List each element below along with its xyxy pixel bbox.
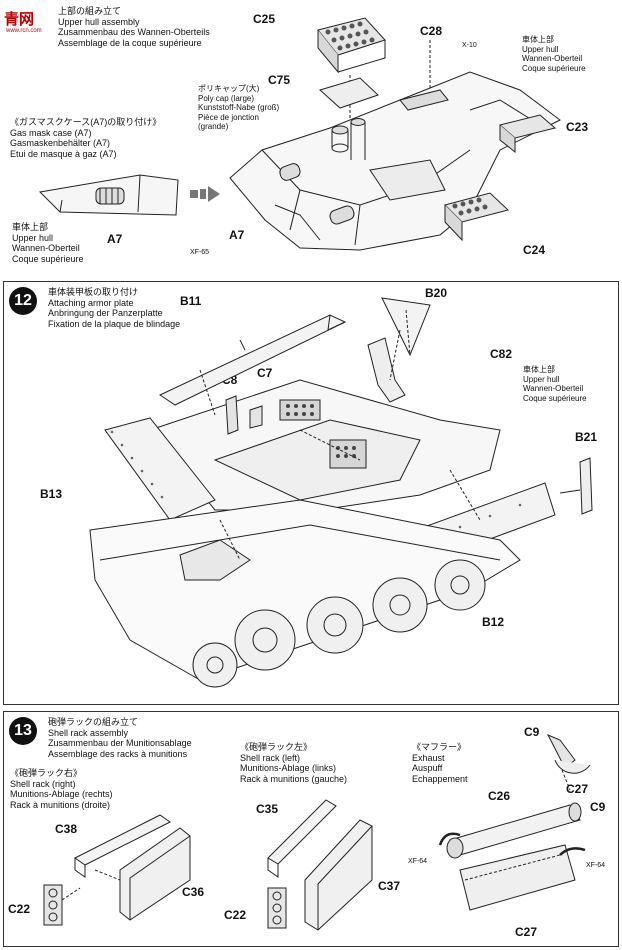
- part-label-c25: C25: [253, 12, 276, 26]
- hull-hatch: [369, 159, 446, 201]
- watermark-logo: 青网: [4, 10, 35, 28]
- step11-drawing: [38, 17, 561, 251]
- upper-hull-caption: 車体上部 Upper hull Wannen-Oberteil Coque su…: [522, 35, 586, 73]
- b13-plate: [104, 417, 216, 521]
- c23-block: [498, 114, 557, 154]
- c28-part: [399, 89, 449, 111]
- part-label-c27-a: C27: [566, 782, 589, 796]
- part-label-c75: C75: [268, 73, 291, 87]
- step12-number: 12: [9, 287, 37, 315]
- a7-gasmask-cases: [279, 163, 355, 225]
- b21-plate: [579, 457, 593, 515]
- rack-right-assembly: [74, 814, 191, 921]
- c7-part: [249, 405, 263, 429]
- polycap-caption: ポリキャップ(大) Poly cap (large) Kunststoff-Na…: [198, 84, 280, 131]
- step13-title: 砲弾ラックの組み立て Shell rack assembly Zusammenb…: [48, 717, 192, 759]
- muffler-assembly: [438, 802, 586, 911]
- part-label-b11: B11: [180, 294, 202, 308]
- step13-number: 13: [9, 717, 37, 745]
- part-label-c36: C36: [182, 885, 205, 899]
- paint-label-xf64-b: XF-64: [586, 862, 606, 869]
- part-label-c38: C38: [55, 822, 78, 836]
- c22-part-a: [43, 884, 81, 926]
- part-label-a7-inset: A7: [107, 232, 123, 246]
- polycap-parts: [331, 118, 366, 160]
- gasmask-caption: 《ガスマスクケース(A7)の取り付け》 Gas mask case (A7) G…: [10, 117, 162, 159]
- c9-exhaust-pipe: [546, 734, 591, 791]
- rack-left-caption: 《砲弾ラック左》 Shell rack (left) Munitions-Abl…: [240, 742, 348, 784]
- part-label-c26: C26: [488, 789, 511, 803]
- c8-part: [225, 395, 239, 435]
- part-label-b21: B21: [575, 430, 598, 444]
- part-label-b13: B13: [40, 487, 63, 501]
- inset-hull-diagram: [38, 174, 179, 216]
- paint-label-xf64-a: XF-64: [408, 858, 428, 865]
- paint-label-x10: X-10: [462, 42, 477, 49]
- part-label-c35: C35: [256, 802, 279, 816]
- c25-ammo-box: [317, 17, 386, 74]
- rack-right-caption: 《砲弾ラック右》 Shell rack (right) Munitions-Ab…: [10, 768, 113, 810]
- upper-hull-outline: [229, 71, 561, 251]
- c75-mount: [319, 77, 379, 109]
- bracket-part: [367, 337, 406, 403]
- part-label-c9-a: C9: [524, 725, 540, 739]
- part-label-b20: B20: [425, 286, 448, 300]
- transition-arrow: [190, 186, 220, 202]
- c22-part-b: [267, 887, 287, 929]
- part-label-c27-b: C27: [515, 925, 538, 939]
- b20-plate: [381, 297, 431, 357]
- c24-ammo-box: [444, 192, 509, 242]
- part-label-a7: A7: [229, 228, 245, 242]
- part-label-c22-b: C22: [224, 908, 247, 922]
- muffler-caption: 《マフラー》 Exhaust Auspuff Echappement: [412, 742, 468, 784]
- step11-title: 上部の組み立て Upper hull assembly Zusammenbau …: [58, 6, 210, 48]
- rack-left-assembly: [267, 799, 373, 931]
- part-label-c9-b: C9: [590, 800, 606, 814]
- part-label-b12: B12: [482, 615, 505, 629]
- step12-title: 車体装甲板の取り付け Attaching armor plate Anbring…: [48, 287, 181, 329]
- part-label-c7: C7: [257, 366, 273, 380]
- part-label-c82: C82: [490, 347, 513, 361]
- road-wheels: [192, 559, 486, 688]
- watermark-url: www.rcn.com: [6, 28, 42, 34]
- paint-label-xf65: XF-65: [190, 249, 210, 256]
- step12-upper-hull-caption: 車体上部 Upper hull Wannen-Oberteil Coque su…: [523, 365, 587, 403]
- gun-mount: [179, 539, 251, 581]
- hull-ammo-racks: [279, 399, 367, 469]
- part-label-c37: C37: [378, 879, 401, 893]
- part-label-c24: C24: [523, 243, 546, 257]
- upper-hull-inset-caption: 車体上部 Upper hull Wannen-Oberteil Coque su…: [12, 222, 84, 264]
- part-label-c28: C28: [420, 24, 443, 38]
- part-label-c23: C23: [566, 120, 589, 134]
- part-label-c22-a: C22: [8, 902, 31, 916]
